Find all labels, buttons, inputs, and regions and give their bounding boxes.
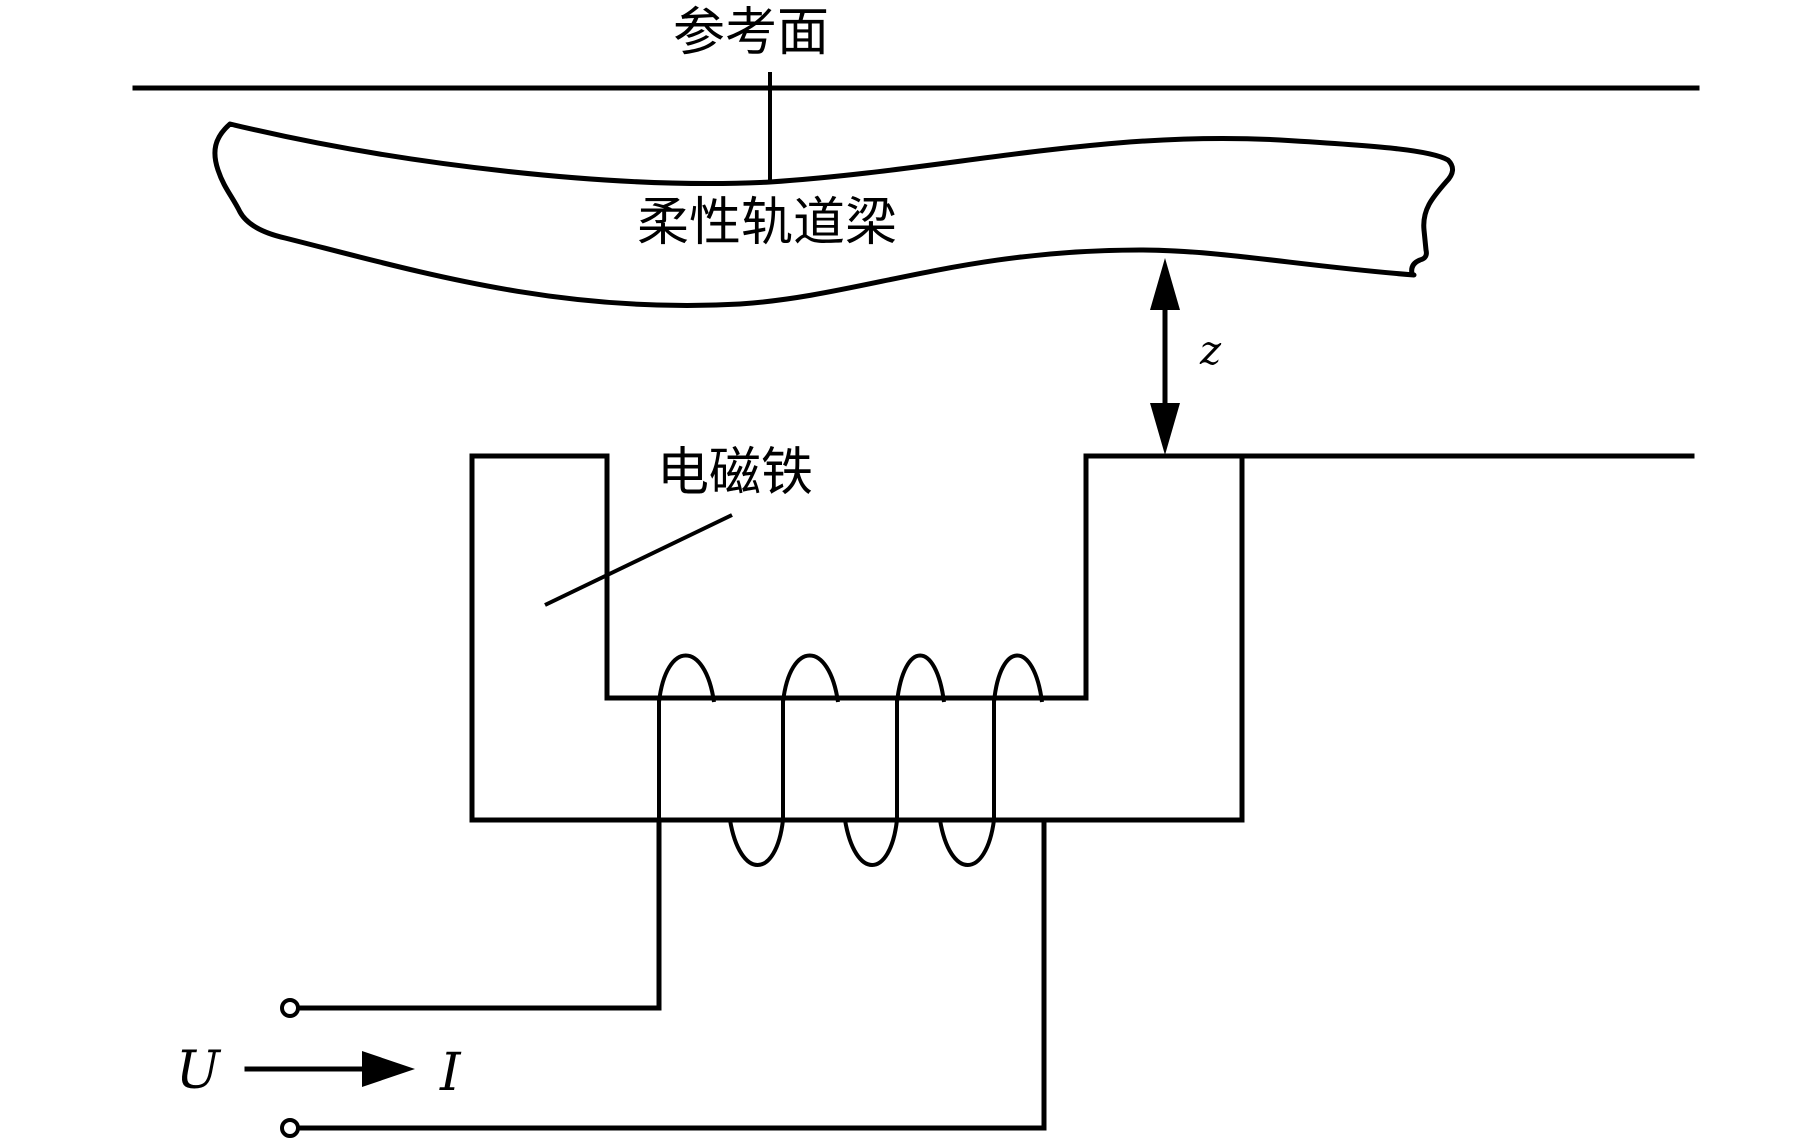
coil-lead-left bbox=[295, 817, 662, 1011]
flexible-track-beam bbox=[212, 121, 1455, 308]
coil-lower-arc bbox=[938, 819, 996, 867]
electromagnet-leader bbox=[544, 513, 733, 607]
coil-upper-arc bbox=[781, 653, 840, 703]
current-label: I bbox=[439, 1043, 462, 1103]
reference-plane-label: 参考面 bbox=[673, 3, 829, 63]
coil bbox=[657, 653, 1044, 867]
coil-lower-arc bbox=[728, 819, 785, 867]
current-arrow-head bbox=[362, 1051, 415, 1087]
coil-upper-arc bbox=[657, 653, 716, 703]
gap-arrow-head-down bbox=[1150, 403, 1180, 455]
voltage-label: U bbox=[176, 1041, 222, 1101]
coil-lead-right bbox=[295, 817, 1047, 1131]
electromagnet-label: 电磁铁 bbox=[657, 443, 813, 503]
gap-arrow-head-up bbox=[1150, 258, 1180, 310]
coil-upper-arc bbox=[895, 653, 946, 703]
terminal-top bbox=[280, 998, 300, 1018]
gap-label: z bbox=[1199, 328, 1222, 374]
electromagnet-core bbox=[469, 453, 1245, 823]
flexible-track-beam-label: 柔性轨道梁 bbox=[637, 193, 897, 253]
coil-lower-arc bbox=[843, 819, 899, 867]
terminal-bottom bbox=[280, 1118, 300, 1138]
coil-upper-arc bbox=[992, 653, 1044, 703]
